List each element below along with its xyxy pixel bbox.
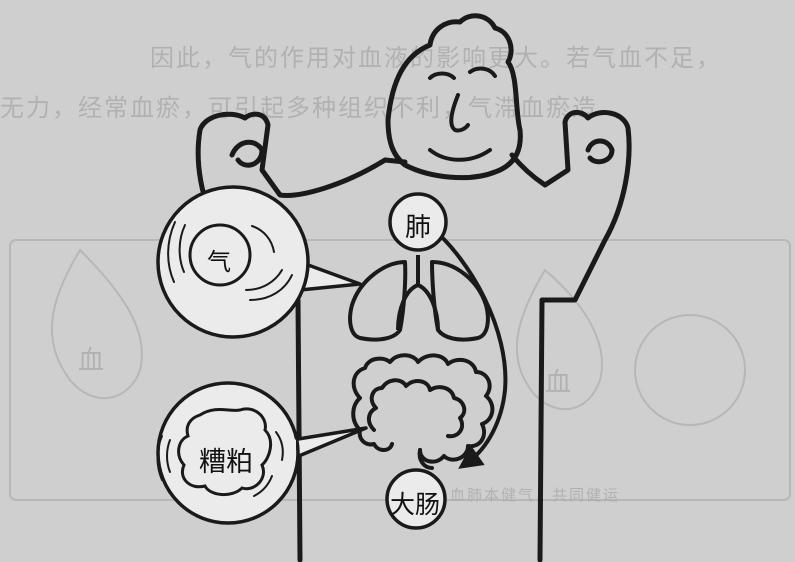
qi-label: 气 bbox=[207, 242, 231, 277]
qi-bubble bbox=[158, 187, 360, 337]
dregs-bubble bbox=[158, 383, 367, 523]
large-intestine-label: 大肠 bbox=[390, 485, 440, 521]
dregs-label: 糟粕 bbox=[199, 440, 253, 479]
background-faint-shapes bbox=[10, 240, 790, 500]
large-intestine bbox=[353, 355, 492, 468]
lung-label: 肺 bbox=[405, 207, 431, 244]
person-head bbox=[385, 16, 520, 178]
